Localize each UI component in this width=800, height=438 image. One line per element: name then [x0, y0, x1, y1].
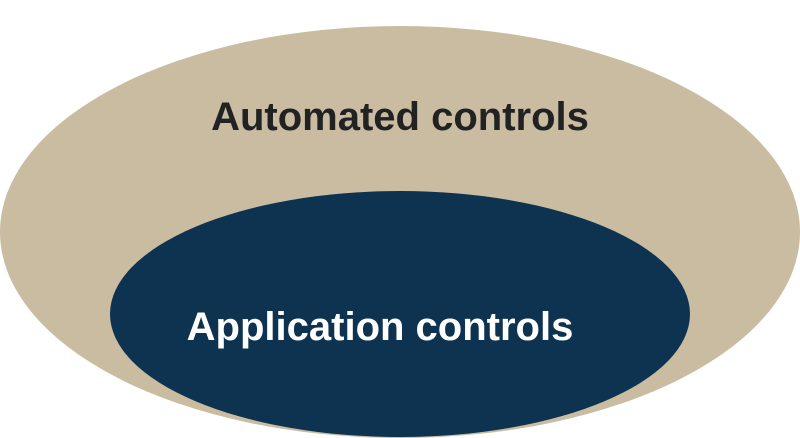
- automated-controls-label: Automated controls: [211, 95, 589, 139]
- application-controls-ellipse: [110, 191, 690, 437]
- application-controls-label: Application controls: [187, 305, 574, 349]
